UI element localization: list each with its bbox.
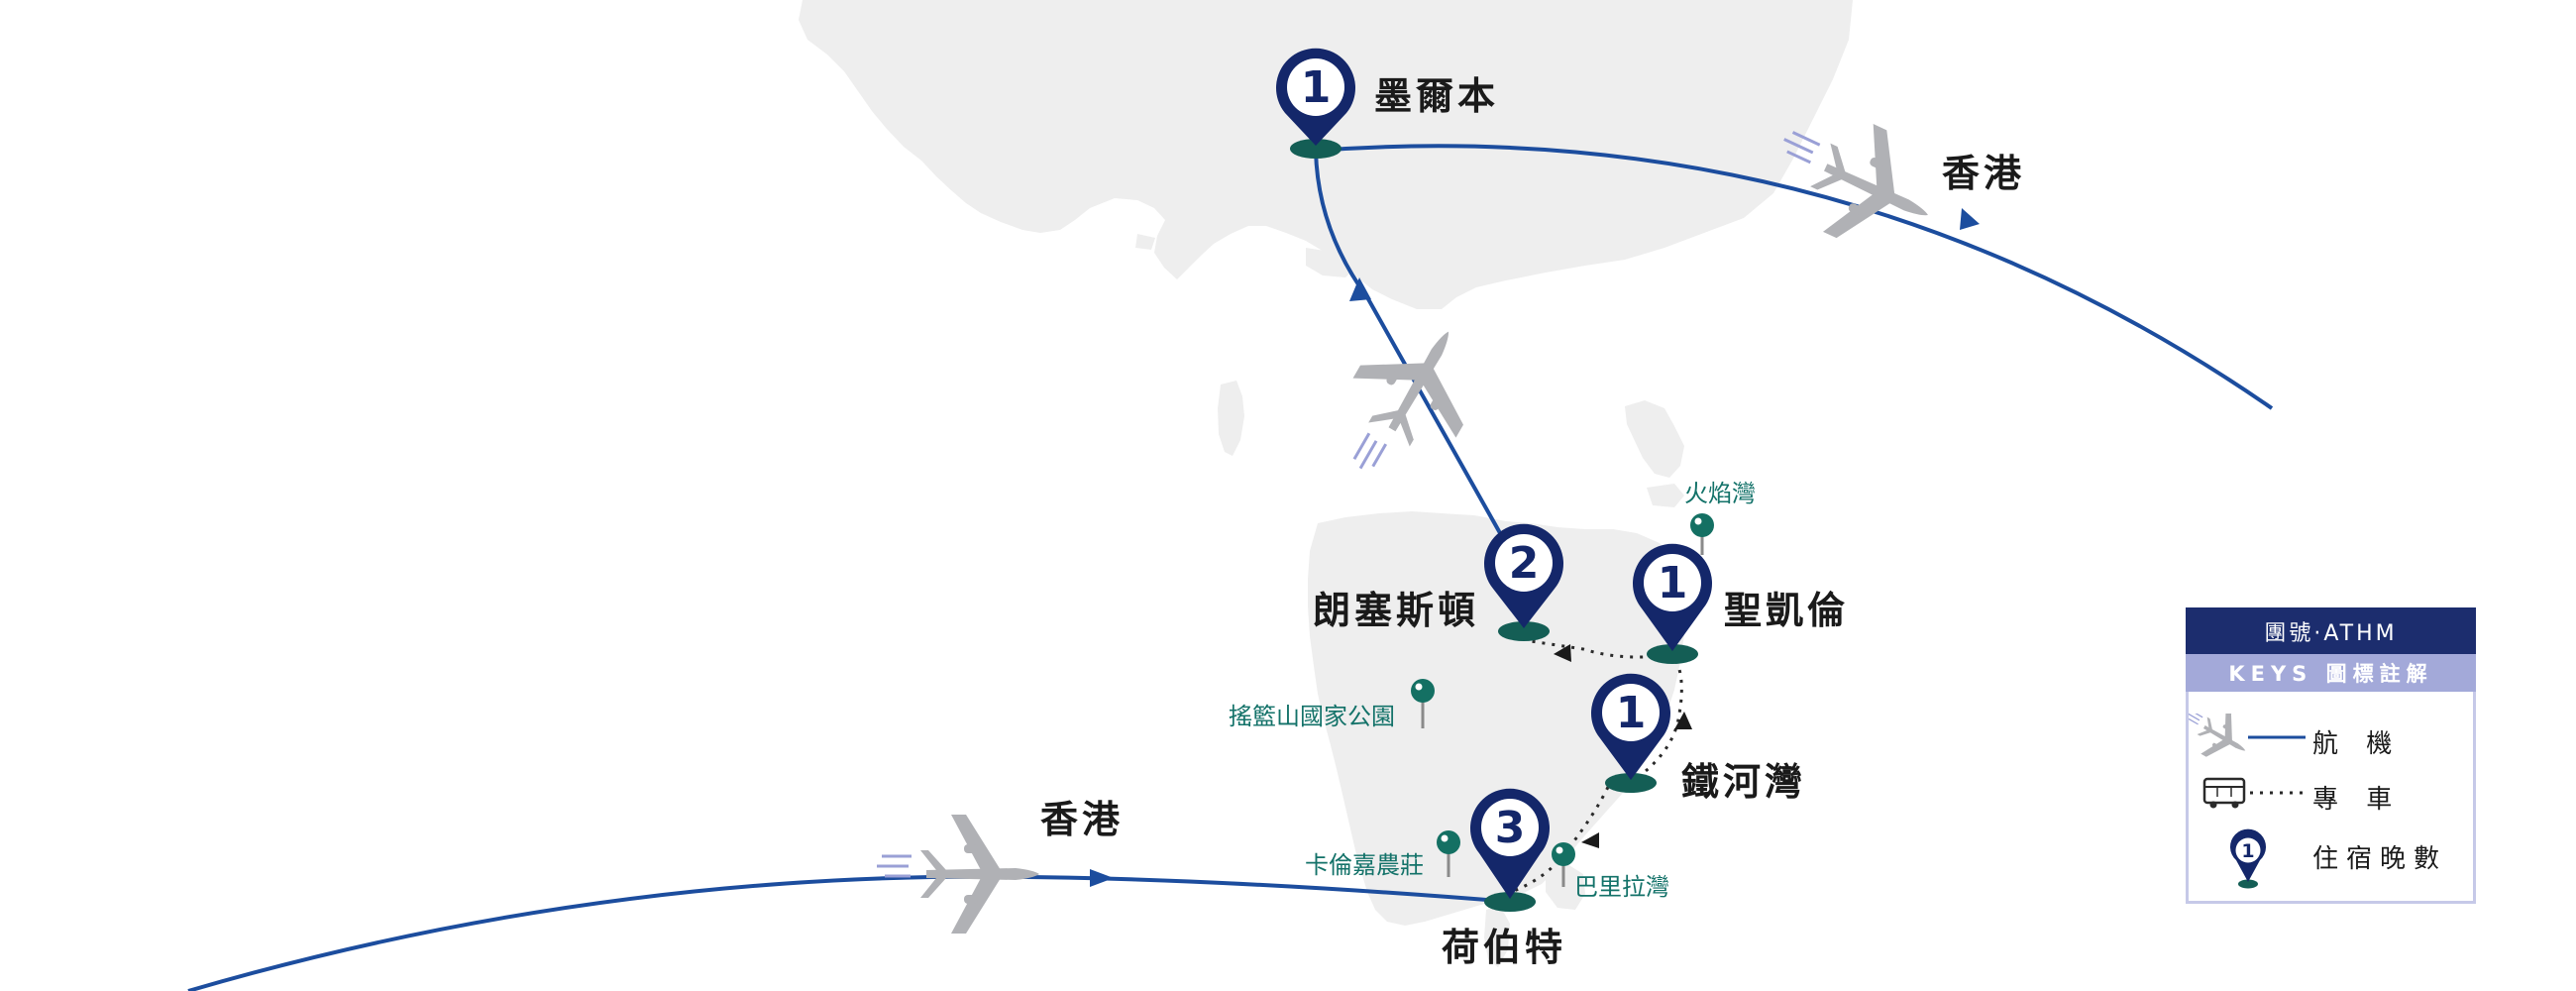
city-label-iron-bay: 鐵河灣 <box>1681 760 1807 804</box>
city-label-hobart: 荷伯特 <box>1442 926 1567 969</box>
stay-pin-hobart: 3 <box>1470 788 1550 912</box>
airplane-icon <box>1338 301 1500 476</box>
island-landmass <box>1135 234 1155 250</box>
cape-barren-island <box>1647 484 1684 507</box>
direction-arrow <box>1554 644 1571 662</box>
direction-arrow <box>1581 832 1599 848</box>
king-island <box>1218 381 1244 456</box>
city-label-hongkong: 香港 <box>1040 798 1125 841</box>
legend-row-coach: 專 車 <box>2189 769 2473 819</box>
sight-pin <box>1552 842 1575 887</box>
bus-icon <box>2202 777 2246 809</box>
legend-row-flight: 航 機 <box>2189 714 2473 763</box>
stay-nights-count: 1 <box>1301 62 1332 113</box>
flinders-island <box>1625 400 1684 478</box>
stay-nights-count: 3 <box>1495 803 1526 853</box>
sight-pin <box>1690 513 1714 555</box>
legend-label-flight: 航 機 <box>2312 729 2403 759</box>
legend-label-nights: 住宿晚數 <box>2312 844 2448 874</box>
svg-text:1: 1 <box>2241 840 2254 862</box>
island-landmass <box>1306 248 1357 277</box>
direction-arrow <box>1349 277 1371 301</box>
stay-pin-melbourne: 1 <box>1276 48 1355 159</box>
sight-label-richmond: 卡倫嘉農莊 <box>1305 851 1424 879</box>
legend-subtitle: KEYS 圖標註解 <box>2186 654 2476 692</box>
flight-route-melbourne-hongkong <box>1315 144 2274 410</box>
map-legend: 團號·ATHM KEYS 圖標註解 航 機 專 車 <box>2186 607 2476 904</box>
airplane-icon <box>2189 714 2258 763</box>
city-label-launceston: 朗塞斯頓 <box>1313 589 1480 632</box>
bruny-island <box>1484 906 1510 967</box>
tasmania-landmass <box>1308 511 1686 926</box>
sight-pin <box>1411 679 1435 728</box>
city-label-st-helens: 聖凱倫 <box>1724 589 1850 632</box>
sight-label-cradle-mountain: 搖籃山國家公園 <box>1229 703 1395 730</box>
stay-pin-st-helens: 1 <box>1633 543 1712 664</box>
flight-route-hongkong-hobart <box>187 874 1512 991</box>
stay-nights-count: 1 <box>1616 688 1647 738</box>
legend-row-nights: 1 住宿晚數 <box>2189 825 2473 894</box>
sight-label-bay-of-fires: 火焰灣 <box>1684 480 1756 507</box>
city-label-melbourne: 墨爾本 <box>1374 74 1500 118</box>
tasman-peninsula <box>1546 864 1585 910</box>
direction-arrow <box>1090 869 1114 887</box>
stay-pin-icon: 1 <box>2230 828 2266 889</box>
city-label-hongkong: 香港 <box>1942 152 2026 195</box>
legend-label-coach: 專 車 <box>2312 785 2403 815</box>
direction-arrow <box>1674 712 1692 729</box>
stay-nights-count: 1 <box>1658 558 1688 608</box>
sight-label-port-arthur: 巴里拉灣 <box>1574 873 1669 901</box>
airplane-icon <box>875 815 1039 934</box>
stay-pin-iron-bay: 1 <box>1591 673 1670 793</box>
stay-pin-launceston: 2 <box>1484 523 1564 641</box>
stay-nights-count: 2 <box>1509 538 1540 589</box>
direction-arrow <box>1960 208 1980 230</box>
sight-pin <box>1437 830 1460 877</box>
legend-title: 團號·ATHM <box>2186 607 2476 654</box>
